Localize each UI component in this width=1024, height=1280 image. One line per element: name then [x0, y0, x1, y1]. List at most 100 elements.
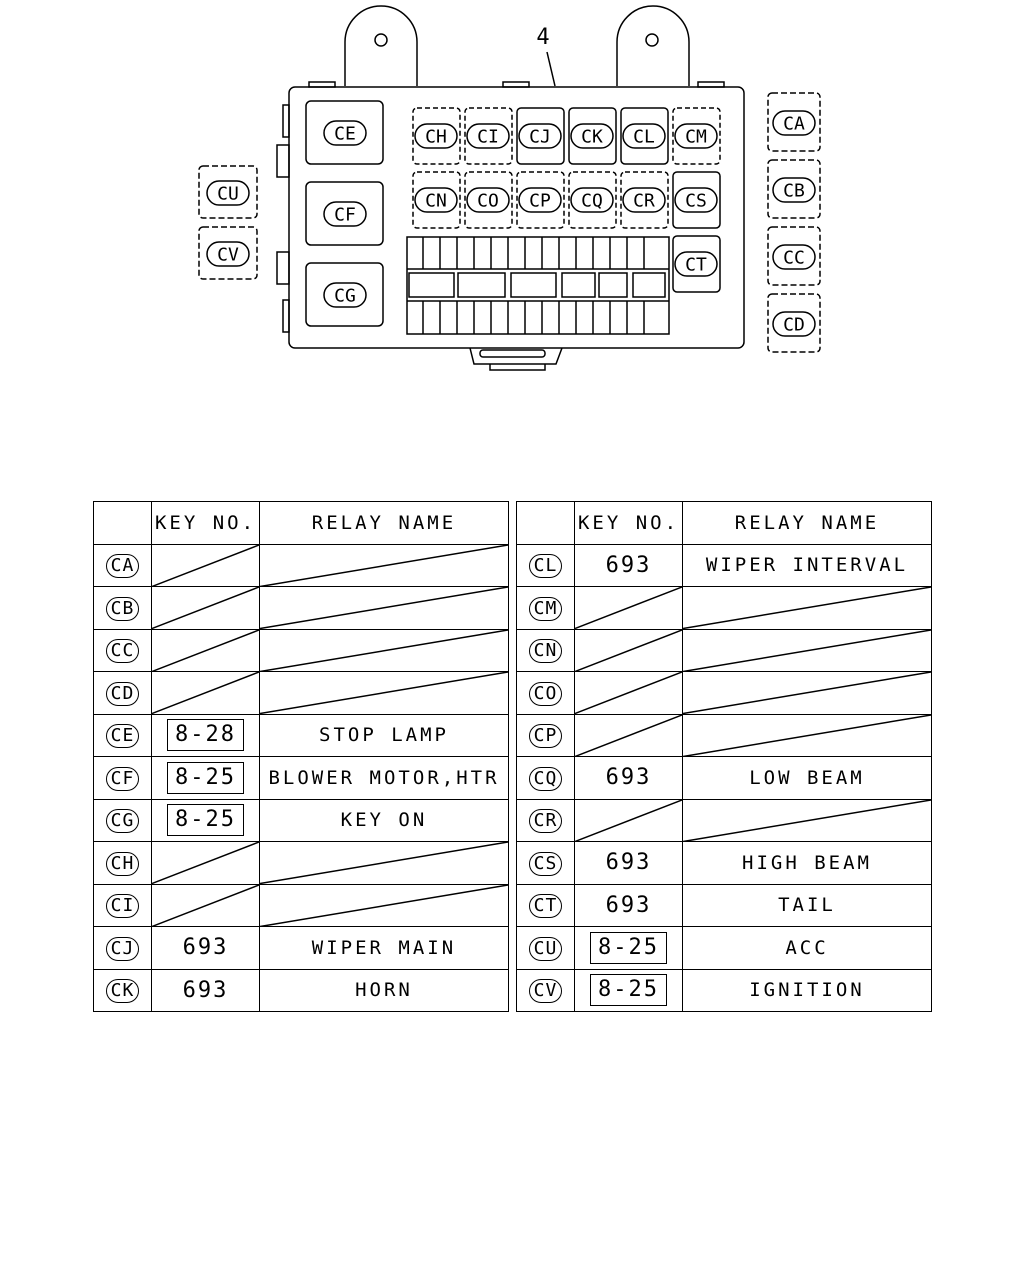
table-row: CB [93, 586, 509, 630]
relay-name-value: HIGH BEAM [742, 851, 872, 874]
relay-name-value: TAIL [778, 894, 836, 917]
empty-cell-slash [152, 587, 259, 629]
key-no-cell [574, 628, 683, 672]
position-cell: CG [93, 798, 152, 842]
table-row: CO [516, 671, 932, 715]
table-row: CG 8-25 KEY ON [93, 798, 509, 842]
key-no-cell: 693 [574, 883, 683, 927]
relay-name-value: KEY ON [340, 809, 428, 832]
key-no-cell [151, 628, 260, 672]
relay-position-text: CN [425, 191, 447, 212]
key-no-cell: 8-25 [151, 756, 260, 800]
relay-position-text: CA [783, 114, 805, 135]
key-no-cell [574, 586, 683, 630]
empty-cell-slash [683, 800, 931, 842]
empty-cell-slash [260, 672, 508, 714]
position-cell: CK [93, 968, 152, 1012]
relay-name-cell: IGNITION [682, 968, 932, 1012]
relay-position-label: CL [622, 123, 666, 149]
table-row: CP [516, 713, 932, 757]
relay-position-text: CE [334, 124, 356, 145]
relay-position-text: CV [217, 245, 239, 266]
position-label: CI [105, 894, 140, 919]
relay-name-cell: BLOWER MOTOR,HTR [259, 756, 509, 800]
position-label: CO [528, 681, 563, 706]
table-row: CT 693 TAIL [516, 883, 932, 927]
empty-cell-slash [575, 715, 682, 757]
empty-cell-slash [260, 842, 508, 884]
key-no-value: 8-28 [167, 719, 244, 752]
position-label: CJ [105, 936, 140, 961]
position-label: CD [105, 681, 140, 706]
relay-position-label: CG [323, 282, 367, 308]
empty-cell-slash [152, 842, 259, 884]
relay-position-text: CP [529, 191, 551, 212]
key-no-value: 693 [605, 552, 652, 578]
relay-position-label: CD [772, 311, 816, 337]
position-cell: CU [516, 926, 575, 970]
table-row: CM [516, 586, 932, 630]
position-cell: CA [93, 543, 152, 587]
table-row: CR [516, 798, 932, 842]
relay-name-cell [682, 628, 932, 672]
key-no-value: 693 [605, 892, 652, 918]
relay-position-text: CS [685, 191, 707, 212]
relay-position-text: CM [685, 127, 707, 148]
key-no-cell: 693 [574, 543, 683, 587]
position-header [516, 501, 575, 545]
position-cell: CQ [516, 756, 575, 800]
empty-cell-slash [152, 885, 259, 927]
relay-position-label: CQ [570, 187, 614, 213]
relay-position-text: CG [334, 286, 356, 307]
relay-name-value: WIPER INTERVAL [705, 554, 909, 577]
relay-position-text: CK [581, 127, 603, 148]
position-label: CC [105, 639, 140, 664]
relay-position-text: CD [783, 315, 805, 336]
callout-number: 4 [536, 25, 549, 50]
relay-position-label: CH [414, 123, 458, 149]
position-label: CL [528, 554, 563, 579]
relay-name-cell [259, 543, 509, 587]
table-row: CN [516, 628, 932, 672]
empty-cell-slash [575, 587, 682, 629]
key-no-cell [574, 713, 683, 757]
table-row: CH [93, 841, 509, 885]
key-no-value: 693 [182, 977, 229, 1003]
key-no-cell [151, 841, 260, 885]
position-label: CF [105, 766, 140, 791]
position-cell: CS [516, 841, 575, 885]
relay-name-value: BLOWER MOTOR,HTR [268, 766, 500, 789]
position-label: CB [105, 596, 140, 621]
relay-name-cell [259, 883, 509, 927]
empty-cell-slash [683, 630, 931, 672]
position-cell: CN [516, 628, 575, 672]
empty-cell-slash [683, 587, 931, 629]
empty-cell-slash [152, 630, 259, 672]
position-label: CG [105, 809, 140, 834]
relay-position-label: CE [323, 120, 367, 146]
position-cell: CO [516, 671, 575, 715]
relay-name-cell: KEY ON [259, 798, 509, 842]
table-row: CL 693 WIPER INTERVAL [516, 543, 932, 587]
position-cell: CF [93, 756, 152, 800]
relay-position-text: CJ [529, 127, 551, 148]
position-label: CN [528, 639, 563, 664]
relay-position-label: CF [323, 201, 367, 227]
relay-name-cell [259, 586, 509, 630]
position-cell: CE [93, 713, 152, 757]
empty-cell-slash [683, 715, 931, 757]
relay-name-cell [682, 671, 932, 715]
key-no-cell: 8-25 [151, 798, 260, 842]
key-no-cell: 693 [151, 968, 260, 1012]
relay-position-label: CM [674, 123, 718, 149]
relay-position-text: CC [783, 248, 805, 269]
relay-position-label: CR [622, 187, 666, 213]
key-no-cell: 693 [574, 841, 683, 885]
relay-name-value: IGNITION [749, 979, 865, 1002]
relay-position-label: CI [466, 123, 510, 149]
position-label: CT [528, 894, 563, 919]
